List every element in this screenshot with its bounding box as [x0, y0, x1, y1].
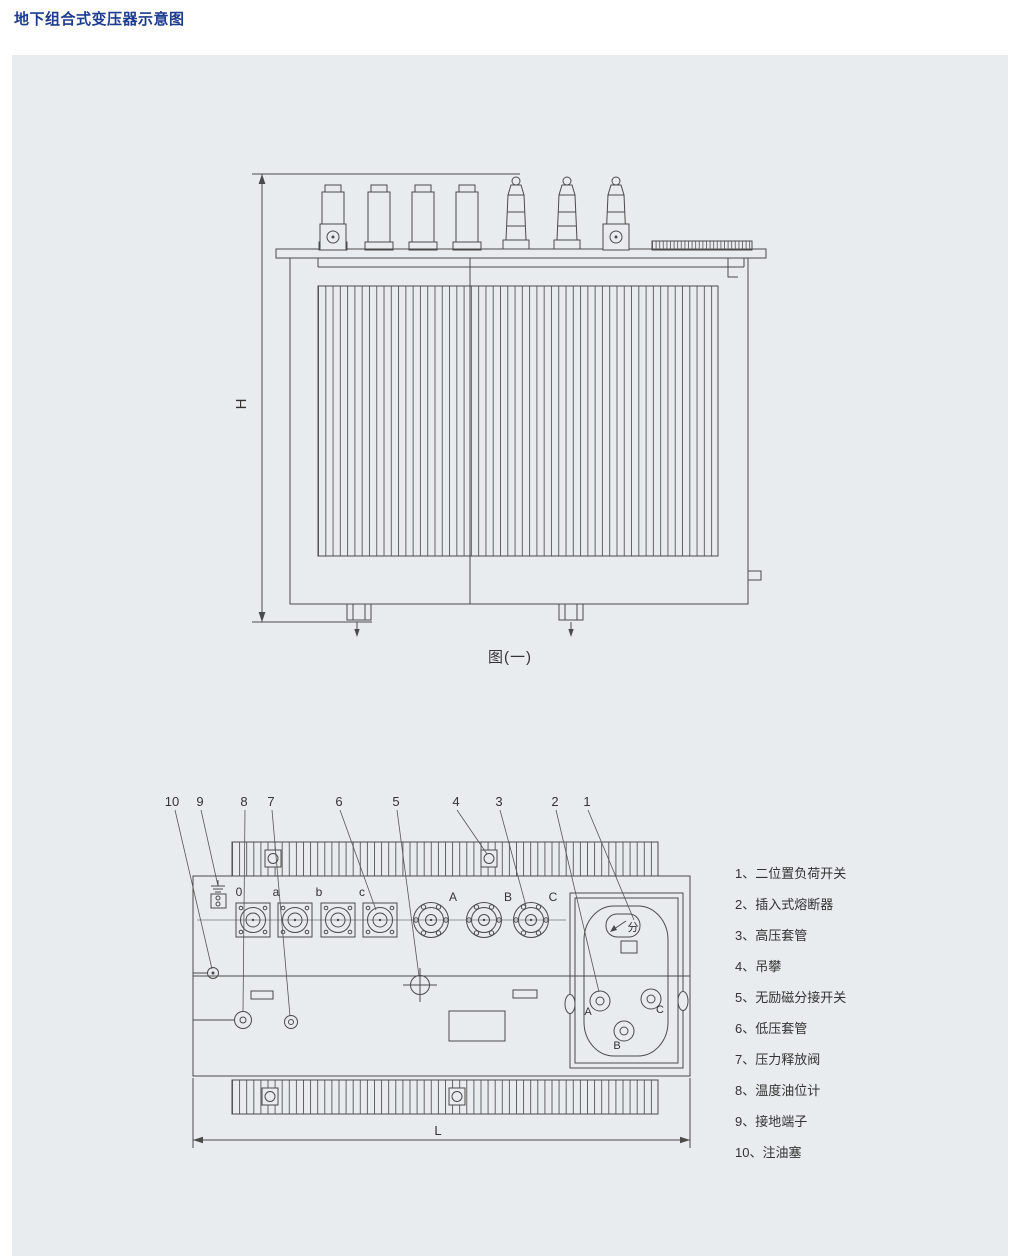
- callout-2: 2: [551, 794, 558, 809]
- legend-item-3: 3、高压套管: [735, 928, 808, 943]
- callout-9: 9: [196, 794, 203, 809]
- lv-label-0: 0: [236, 885, 243, 899]
- fuse-label-A: A: [584, 1006, 592, 1018]
- lid-junction-box: [651, 240, 753, 251]
- dimension-h: [252, 173, 520, 623]
- top-fin-band: [231, 841, 659, 877]
- dim-l-label: L: [434, 1123, 441, 1138]
- oil-plug: [193, 967, 219, 979]
- callout-3: 3: [495, 794, 502, 809]
- legend-item-4: 4、吊攀: [735, 959, 782, 974]
- tap-switch: [403, 968, 437, 1002]
- callout-1: 1: [583, 794, 590, 809]
- callout-numbers: 10 9 8 7 6 5 4 3 2 1: [165, 794, 591, 809]
- fuse-label-B: B: [613, 1040, 620, 1052]
- legend-item-6: 6、低压套管: [735, 1021, 808, 1036]
- dim-h-label: H: [233, 399, 250, 410]
- callout-5: 5: [392, 794, 399, 809]
- diagram-panel: [12, 55, 1008, 1256]
- lv-bushings-front: [318, 184, 482, 251]
- phase-labels: 0 a b c A B C: [236, 885, 558, 904]
- legend-item-8: 8、温度油位计: [735, 1083, 821, 1098]
- legend-item-7: 7、压力释放阀: [735, 1052, 821, 1067]
- bottom-fin-band: [231, 1079, 659, 1115]
- callout-8: 8: [240, 794, 247, 809]
- radiator-fins: [317, 285, 719, 557]
- lv-label-b: b: [316, 885, 323, 899]
- lv-label-c: c: [359, 885, 365, 899]
- lv-label-a: a: [273, 885, 280, 899]
- callout-7: 7: [267, 794, 274, 809]
- hv-bushings-front: [502, 176, 630, 251]
- top-view-linework: [174, 809, 691, 1148]
- figure1-caption: 图(一): [488, 649, 532, 666]
- grounding-terminal: [210, 880, 227, 909]
- fuse-labels: A C B 分: [584, 921, 664, 1052]
- callout-6: 6: [335, 794, 342, 809]
- oil-level-gauge: [193, 1011, 252, 1029]
- callout-10: 10: [165, 794, 179, 809]
- dimension-l: [192, 1078, 691, 1148]
- tank-lid: [275, 248, 767, 278]
- tank-outline-top: [192, 875, 691, 1077]
- front-view-linework: [252, 173, 767, 637]
- hv-label-B: B: [504, 890, 512, 904]
- base-feet: [346, 603, 584, 637]
- callout-4: 4: [452, 794, 459, 809]
- legend-item-9: 9、接地端子: [735, 1114, 808, 1129]
- legend-item-5: 5、无励磁分接开关: [735, 990, 847, 1005]
- hv-label-C: C: [549, 890, 558, 904]
- transformer-front-view: H: [233, 173, 767, 637]
- transformer-top-view: 10 9 8 7 6 5 4 3 2 1 0 a b c A B C A C B…: [165, 794, 691, 1148]
- fuse-label-C: C: [656, 1004, 664, 1016]
- hv-label-A: A: [449, 890, 457, 904]
- legend-item-10: 10、注油塞: [735, 1145, 802, 1160]
- switch-compartment: [564, 892, 689, 1069]
- page-title: 地下组合式变压器示意图: [14, 11, 185, 28]
- pressure-relief-valve: [284, 1015, 298, 1029]
- fittings: [250, 989, 538, 1042]
- callout-leader-lines: [174, 809, 635, 1017]
- legend-item-1: 1、二位置负荷开关: [735, 866, 847, 881]
- switch-position-label: 分: [628, 921, 639, 934]
- parts-legend: 1、二位置负荷开关 2、插入式熔断器 3、高压套管 4、吊攀 5、无励磁分接开关…: [735, 863, 915, 1161]
- legend-item-2: 2、插入式熔断器: [735, 897, 834, 912]
